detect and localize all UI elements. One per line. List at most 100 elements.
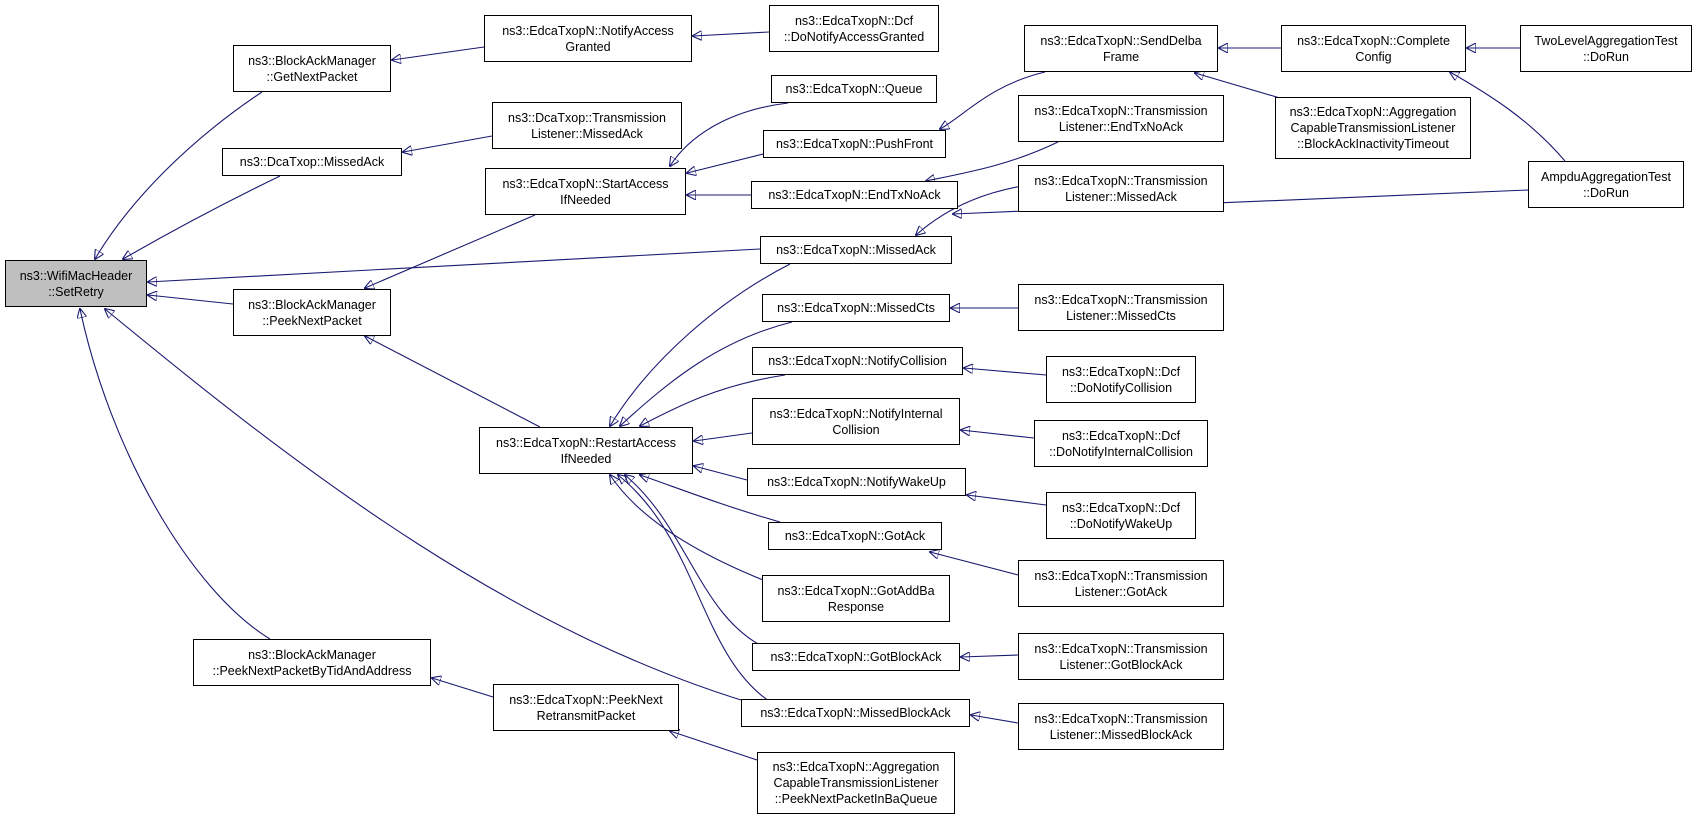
node-edcatxopn-endtxnoack[interactable]: ns3::EdcaTxopN::EndTxNoAck [751,181,958,209]
node-label-line: Listener::GotAck [1074,584,1168,599]
e-peekbytid-setretry [80,309,271,640]
node-label-line: ns3::EdcaTxopN::StartAccess [502,176,669,191]
node-label-line: ::DoNotifyWakeUp [1069,516,1173,531]
e-startaccess-peeknext [365,214,536,288]
node-label-line: ns3::EdcaTxopN::SendDelba [1040,33,1202,48]
node-edcatxopn-notifycollision[interactable]: ns3::EdcaTxopN::NotifyCollision [752,347,963,375]
node-label-line: ns3::BlockAckManager [248,297,376,312]
node-label-line: ns3::DcaTxop::Transmission [508,110,666,125]
node-label-line: ns3::EdcaTxopN::NotifyWakeUp [767,475,946,489]
e-peeknext-setretry [148,295,234,305]
node-label-line: ns3::EdcaTxopN::PushFront [775,137,934,151]
e-tlgotack-gotack [930,552,1019,576]
node-label-line: Listener::MissedAck [1065,189,1177,204]
node-dcatxop-missedack[interactable]: ns3::DcaTxop::MissedAck [222,148,402,176]
node-label-line: ns3::EdcaTxopN::Transmission [1034,641,1208,656]
node-label-line: ::PeekNextPacketInBaQueue [774,792,938,806]
node-dcf-donotifyinternalcollision[interactable]: ns3::EdcaTxopN::Dcf::DoNotifyInternalCol… [1034,420,1208,467]
node-label-line: ns3::EdcaTxopN::Dcf [1061,364,1181,379]
node-label-line: ::DoRun [1583,185,1629,200]
e-dcfaccess-notifyaccess [693,32,770,36]
node-label-line: ::DoRun [1583,49,1629,64]
e-missedblock-restart [618,475,776,706]
node-edcatxopn-queue[interactable]: ns3::EdcaTxopN::Queue [771,75,937,103]
e-dcfwake-notifywake [967,495,1047,506]
node-label-line: ns3::EdcaTxopN::Dcf [794,13,914,28]
node-label-line: ::PeekNextPacket [262,313,362,328]
node-label-line: ::DoNotifyCollision [1069,380,1173,395]
node-label-line: Frame [1102,49,1140,64]
node-edcatxopn-notifywakeup[interactable]: ns3::EdcaTxopN::NotifyWakeUp [747,468,966,496]
e-tlgotblock-gotblock [961,655,1019,657]
node-edcatxopn-gotblockack[interactable]: ns3::EdcaTxopN::GotBlockAck [752,643,960,671]
node-dcf-donotifywakeup[interactable]: ns3::EdcaTxopN::Dcf::DoNotifyWakeUp [1046,492,1196,539]
node-label-line: Listener::MissedBlockAck [1049,727,1193,742]
node-label-line: IfNeeded [560,192,611,207]
node-label-line: ::PeekNextPacketByTidAndAddress [212,663,412,678]
node-label-line: Config [1355,49,1392,64]
node-blockackmanager-peeknextpacket[interactable]: ns3::BlockAckManager::PeekNextPacket [233,289,391,336]
e-notifycoll-restart [640,374,786,426]
node-label-line: ::DoNotifyAccessGranted [783,29,925,44]
e-senddelba-pushfront [940,71,1046,129]
node-blockackmanager-peeknextpacketbytidandaddress[interactable]: ns3::BlockAckManager::PeekNextPacketByTi… [193,639,431,686]
e-tlmissedblock-missedblock [971,715,1019,724]
node-twolevelaggregationtest-dorun[interactable]: TwoLevelAggregationTest::DoRun [1520,25,1692,72]
node-label-line: AmpduAggregationTest [1541,169,1671,184]
e-gotack-restart [640,475,781,523]
e-getnext-setretry [95,91,263,259]
node-dcf-donotifycollision[interactable]: ns3::EdcaTxopN::Dcf::DoNotifyCollision [1046,356,1196,403]
node-edcatxopn-gotack[interactable]: ns3::EdcaTxopN::GotAck [768,522,942,550]
node-label-line: Listener::MissedCts [1066,308,1176,323]
e-tlendtx-endtxnoack [926,141,1059,181]
node-label-line: ns3::EdcaTxopN::Queue [785,82,923,96]
node-label-line: ns3::EdcaTxopN::Transmission [1034,711,1208,726]
node-label-line: Collision [832,422,880,437]
node-edcatxopn-missedblockack[interactable]: ns3::EdcaTxopN::MissedBlockAck [741,699,970,727]
node-edcatxopn-missedcts[interactable]: ns3::EdcaTxopN::MissedCts [762,294,950,322]
node-dcf-donotifyaccessgranted[interactable]: ns3::EdcaTxopN::Dcf::DoNotifyAccessGrant… [769,5,939,52]
e-notifywake-restart [694,466,748,481]
node-label-line: ns3::EdcaTxopN::EndTxNoAck [768,188,941,202]
e-missedcts-restart [620,321,793,426]
e-missedblockack-setretry [105,309,776,711]
node-label-line: ::DoNotifyInternalCollision [1049,444,1193,459]
node-label-line: ns3::EdcaTxopN::GotBlockAck [770,650,942,664]
e-notifyint-restart [694,432,753,441]
node-blockackmanager-getnextpacket[interactable]: ns3::BlockAckManager::GetNextPacket [233,45,391,92]
node-edcatxopn-missedack[interactable]: ns3::EdcaTxopN::MissedAck [760,236,952,264]
node-label-line: ns3::BlockAckManager [248,647,376,662]
e-notifyaccess-getnext [392,46,485,60]
node-label-line: ns3::WifiMacHeader [19,268,133,283]
node-label-line: ns3::EdcaTxopN::Transmission [1034,103,1208,118]
node-label-line: ns3::EdcaTxopN::MissedBlockAck [760,706,951,720]
node-label-line: ns3::EdcaTxopN::Transmission [1034,568,1208,583]
e-dcatl-dcamissed [403,135,493,152]
node-label-line: ns3::EdcaTxopN::Transmission [1034,173,1208,188]
node-label-line: Listener::GotBlockAck [1059,657,1183,672]
e-dcfcoll-notifycoll [964,368,1047,376]
node-edcatxopn-pushfront[interactable]: ns3::EdcaTxopN::PushFront [763,130,946,158]
node-label-line: IfNeeded [560,451,612,466]
node-label-line: ns3::DcaTxop::MissedAck [239,155,385,169]
node-ampduaggregationtest-dorun[interactable]: AmpduAggregationTest::DoRun [1528,161,1684,208]
e-peekretx-peekbytid [432,678,494,698]
